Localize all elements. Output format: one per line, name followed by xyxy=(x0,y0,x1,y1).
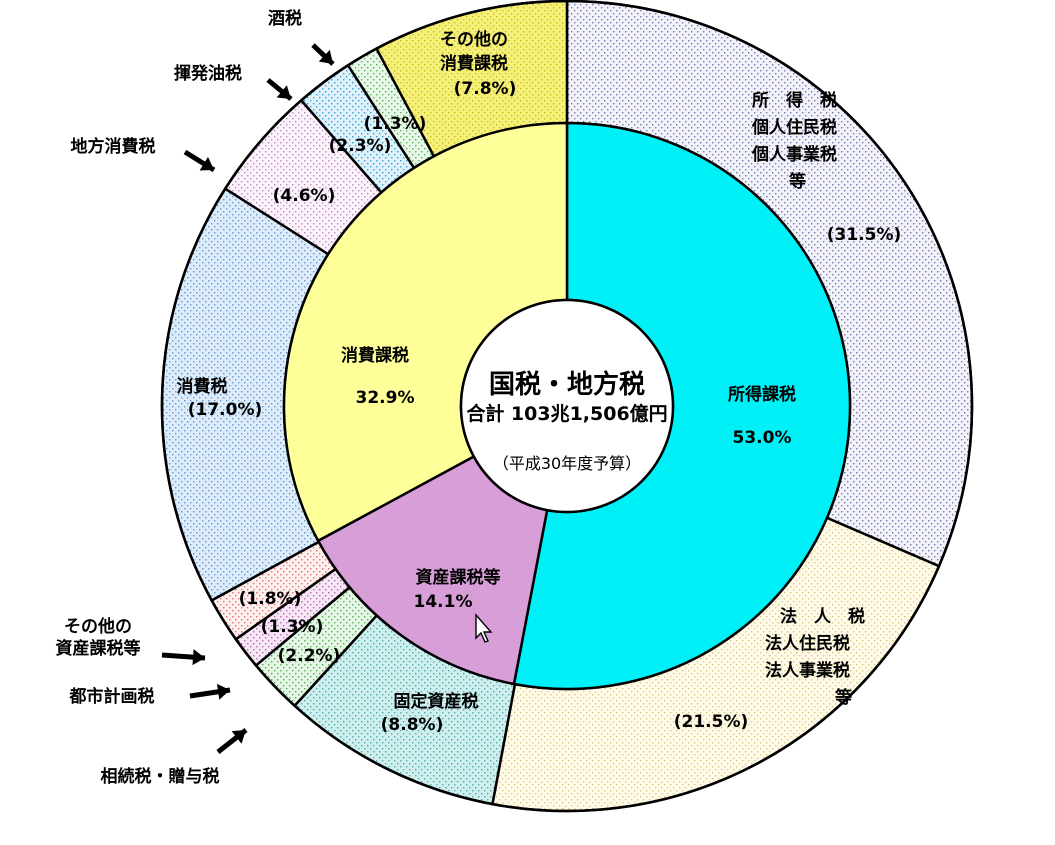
arrow-sake xyxy=(311,43,335,66)
outer-label-sonota_shisan-line-1: その他の xyxy=(64,616,132,637)
arrow-sonota-shisan xyxy=(161,649,206,666)
outer-label-shotoku-line-2: 個人住民税 xyxy=(751,117,837,138)
outer-label-chiho_shohi: 地方消費税 xyxy=(71,136,156,157)
outer-label-hojin-line-4: 等 xyxy=(835,687,852,708)
outer-label-sozoku: 相続税・贈与税 xyxy=(101,766,220,787)
inner-ring xyxy=(282,121,852,691)
arrow-toshi xyxy=(189,683,231,700)
center-hole xyxy=(459,298,675,514)
arrow-sozoku xyxy=(216,728,248,754)
outer-label-hojin-line-3: 法人事業税 xyxy=(765,660,850,681)
outer-pct-chiho_shohi: (4.6%) xyxy=(273,186,336,206)
inner-label-property: 資産課税等 xyxy=(416,567,501,588)
callout-arrows xyxy=(161,43,335,754)
inner-pct-consumption: 32.9% xyxy=(356,388,415,408)
outer-label-hojin-line-2: 法人住民税 xyxy=(765,633,850,654)
mouse-cursor-icon xyxy=(475,613,493,643)
outer-label-sonota_shohi-line-2: 消費課税 xyxy=(440,53,508,74)
center-total: 合計 103兆1,506億円 xyxy=(466,402,667,425)
outer-pct-sonota_shohi: (7.8%) xyxy=(454,79,517,99)
outer-pct-shohi: (17.0%) xyxy=(188,400,263,420)
outer-label-hojin-line-1: 法 人 税 xyxy=(780,606,865,627)
arrow-kihatsu xyxy=(266,78,293,101)
outer-label-sonota_shohi-line-1: その他の xyxy=(440,29,508,50)
outer-pct-sake: (1.3%) xyxy=(364,114,427,134)
outer-label-shotoku-line-4: 等 xyxy=(789,171,806,192)
outer-pct-shotoku: (31.5%) xyxy=(827,225,902,245)
inner-label-income: 所得課税 xyxy=(728,384,796,405)
cursor-arrow-shape xyxy=(475,613,493,643)
outer-label-shotoku-line-1: 所 得 税 xyxy=(752,90,837,111)
outer-pct-hojin: (21.5%) xyxy=(674,712,749,732)
center-note: （平成30年度予算） xyxy=(493,454,641,473)
outer-pct-toshi: (1.3%) xyxy=(261,617,324,637)
slice-labels: 所得課税 53.0% 資産課税等 14.1% 消費課税 32.9% 所 得 税個人住民税個人… xyxy=(56,8,902,787)
inner-label-consumption: 消費課税 xyxy=(341,345,409,366)
inner-pct-income: 53.0% xyxy=(733,428,792,448)
inner-pct-property: 14.1% xyxy=(414,592,473,612)
outer-pct-kihatsu: (2.3%) xyxy=(329,136,392,156)
outer-pct-sonota_shisan: (1.8%) xyxy=(239,589,302,609)
outer-label-shotoku-line-3: 個人事業税 xyxy=(751,144,837,165)
outer-label-toshi: 都市計画税 xyxy=(69,686,155,707)
outer-label-shohi: 消費税 xyxy=(177,376,228,397)
center-title: 国税・地方税 xyxy=(489,369,645,400)
outer-border xyxy=(160,0,974,813)
outer-pct-kotei: (8.8%) xyxy=(381,715,444,735)
arrow-chiho-shohi xyxy=(183,149,216,173)
outer-label-sonota_shisan-line-2: 資産課税等 xyxy=(56,638,141,659)
center-label-group: 国税・地方税 合計 103兆1,506億円 （平成30年度予算） xyxy=(459,298,675,514)
outer-pct-sozoku: (2.2%) xyxy=(278,646,341,666)
outer-label-sake: 酒税 xyxy=(268,8,302,29)
outer-label-kotei: 固定資産税 xyxy=(394,691,479,712)
outer-label-kihatsu: 揮発油税 xyxy=(174,63,242,84)
